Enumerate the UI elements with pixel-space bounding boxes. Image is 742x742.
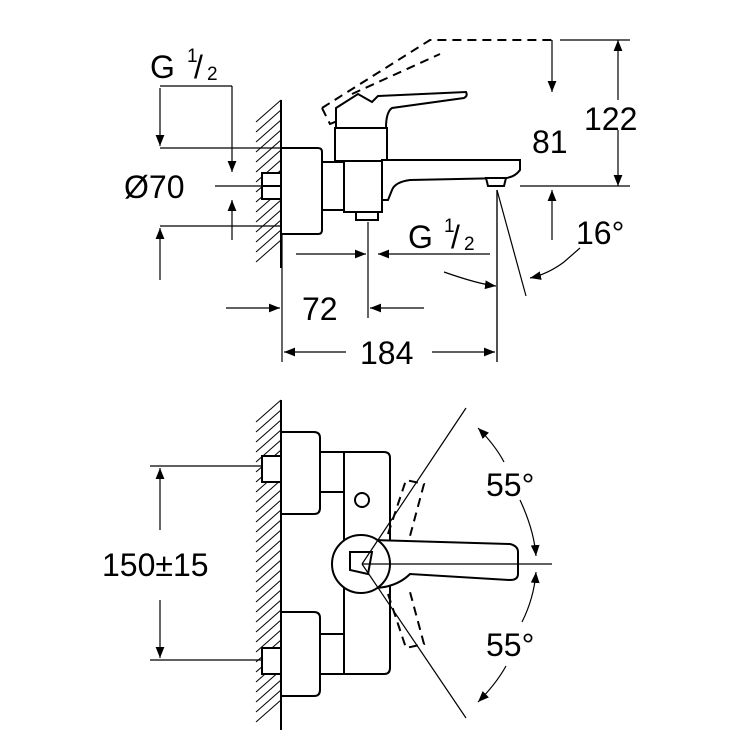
body-connector: [321, 161, 345, 211]
wall-hatch-line: [255, 439, 282, 463]
thread-label-outlet-den: 2: [464, 234, 475, 255]
wall-hatch-line: [255, 149, 282, 173]
angle-16-arc: [443, 271, 497, 290]
diameter-label: Ø70: [124, 169, 184, 205]
lever-hub-inner: [349, 551, 374, 576]
wall-hatch-line: [255, 539, 282, 563]
height-122-label: 122: [584, 101, 637, 137]
thread-label-top-den: 2: [207, 64, 218, 85]
wall-hatch-line: [255, 509, 282, 533]
wall-hatch-line: [255, 699, 282, 723]
wall-hatch-line: [255, 429, 282, 453]
front-view: 150±15 55° 55°: [102, 399, 552, 730]
spout-aerator: [484, 177, 508, 187]
wall-hatch-line: [255, 399, 282, 423]
lever-rotated-outlines: [387, 478, 426, 650]
wall-hatch-line: [255, 489, 282, 513]
side-view: G 1 / 2 Ø70 81 122 16° G 1 / 2 72 184: [124, 39, 637, 371]
wall-hatch-line: [255, 409, 282, 433]
wall-hatch-line: [255, 499, 282, 523]
length-184-label: 184: [360, 335, 413, 371]
wall-hatch-line: [255, 129, 282, 153]
wall-hatch-line: [255, 239, 282, 263]
angle-55-lower-arc: [521, 571, 540, 623]
angle-55-upper-label: 55°: [486, 467, 534, 503]
thread-label-outlet: G: [408, 219, 433, 255]
wall-hatch-line: [255, 99, 282, 123]
wall-hatch-line: [255, 559, 282, 583]
centers-label: 150±15: [102, 547, 209, 583]
wall-hatch-line: [255, 689, 282, 713]
wall-hatch-line: [255, 199, 282, 223]
wall-hatch-line: [255, 519, 282, 543]
wall-hatch-line: [255, 599, 282, 623]
wall-hatch-line: [255, 549, 282, 573]
thread-label-top-num: 1: [187, 46, 198, 67]
wall-flange: [280, 147, 323, 235]
length-72-label: 72: [302, 291, 338, 327]
thread-label-outlet-num: 1: [444, 216, 455, 237]
wall-hatch-line: [255, 219, 282, 243]
angle-55-upper-arc: [477, 427, 505, 463]
wall-hatch-line: [255, 119, 282, 143]
upper-union-nut: [261, 455, 282, 483]
wall-hatch-line: [255, 209, 282, 233]
upper-connector: [319, 451, 345, 493]
wall-hatch-line: [255, 679, 282, 703]
wall-hatch-line: [255, 139, 282, 163]
wall-hatch-line: [255, 479, 282, 503]
angle-16-label: 16°: [576, 215, 624, 251]
wall-hatch-line: [255, 109, 282, 133]
wall-hatch-line: [255, 629, 282, 653]
lever-handle: [335, 90, 468, 129]
lever-open-outline: [321, 39, 552, 126]
fraction-slash: /: [194, 49, 203, 85]
wall-hatch-line: [255, 419, 282, 443]
wall-hatch-line: [255, 619, 282, 643]
fraction-slash-2: /: [451, 219, 460, 255]
wall-hatch-line: [255, 579, 282, 603]
angle-55-lower-label: 55°: [486, 627, 534, 663]
valve-body: [343, 159, 383, 213]
cartridge-housing: [334, 127, 388, 162]
lower-connector: [319, 633, 345, 675]
height-81-label: 81: [532, 124, 568, 160]
spout: [381, 159, 521, 201]
lower-flange: [280, 611, 321, 697]
wall-hatch-line: [255, 569, 282, 593]
wall-hatch-line: [255, 589, 282, 613]
wall-hatch-line: [255, 159, 282, 183]
thread-label-top: G: [150, 49, 175, 85]
wall-hatch-line: [255, 609, 282, 633]
diverter-button: [354, 492, 370, 508]
wall-hatch-line: [255, 229, 282, 253]
lower-union-nut: [261, 647, 282, 675]
diverter-knob: [355, 211, 379, 221]
upper-flange: [280, 431, 321, 515]
wall-hatch-line: [255, 529, 282, 553]
